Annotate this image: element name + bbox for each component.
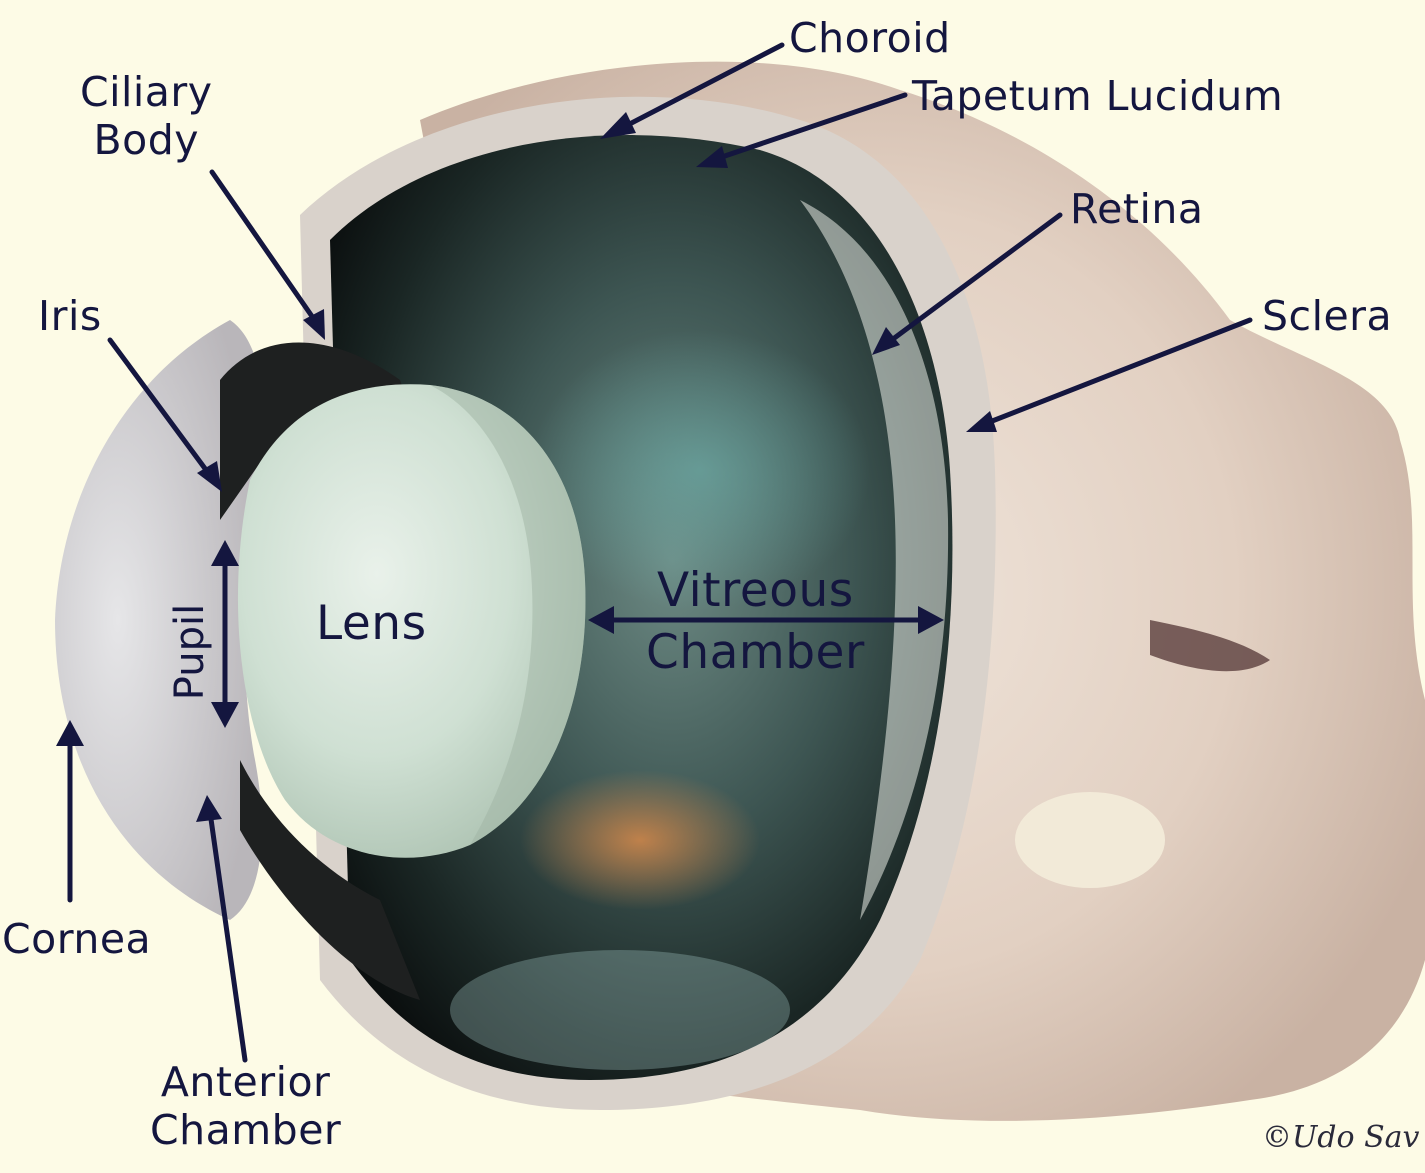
label-ciliary-body: Ciliary Body xyxy=(80,68,213,164)
arrowhead-tapetum xyxy=(696,146,728,168)
label-anterior-chamber: Anterior Chamber xyxy=(150,1058,342,1154)
arrowhead-pupil-top xyxy=(211,540,239,566)
arrowhead-anterior-chamber xyxy=(196,795,222,822)
label-vitreous-chamber: Vitreous Chamber xyxy=(646,563,865,680)
iris-upper xyxy=(220,342,410,520)
arrow-ciliary-body xyxy=(209,169,321,328)
arrowhead-pupil-bottom xyxy=(211,702,239,728)
iris-lower xyxy=(240,760,420,1000)
lens-body xyxy=(237,384,586,858)
arrow-heads xyxy=(56,112,997,822)
label-sclera: Sclera xyxy=(1262,292,1393,340)
copyright-notice: ©Udo Sav xyxy=(1262,1120,1420,1155)
vitreous-teal-reflection xyxy=(530,330,870,610)
arrowhead-vitreous-left xyxy=(588,606,614,634)
tissue-fold xyxy=(1150,620,1270,672)
arrowhead-ciliary-body xyxy=(303,309,325,340)
label-pupil: Pupil xyxy=(167,603,213,701)
arrowhead-sclera xyxy=(966,411,997,432)
arrowhead-iris xyxy=(197,461,222,492)
label-choroid: Choroid xyxy=(789,14,951,62)
label-retina: Retina xyxy=(1070,185,1204,233)
arrow-iris xyxy=(107,337,215,481)
arrow-sclera xyxy=(979,317,1253,428)
label-iris: Iris xyxy=(38,292,102,340)
vitreous-lower-reflection xyxy=(450,950,790,1070)
arrow-retina xyxy=(882,212,1063,348)
vitreous-orange-reflection xyxy=(520,770,760,910)
retina-layer xyxy=(800,200,949,920)
arrow-choroid xyxy=(615,42,785,133)
lens-shading xyxy=(430,385,586,845)
arrow-tapetum xyxy=(710,92,908,163)
arrowhead-retina xyxy=(872,327,900,355)
arrow-anterior-chamber xyxy=(207,809,248,1063)
arrowhead-choroid xyxy=(600,112,636,139)
label-lens: Lens xyxy=(316,596,427,651)
tissue-highlight xyxy=(1015,792,1165,888)
label-cornea: Cornea xyxy=(2,915,152,963)
label-tapetum-lucidum: Tapetum Lucidum xyxy=(912,72,1284,120)
pointer-arrows xyxy=(67,42,1253,1063)
arrowhead-vitreous-right xyxy=(918,606,944,634)
arrowhead-cornea xyxy=(56,720,84,746)
